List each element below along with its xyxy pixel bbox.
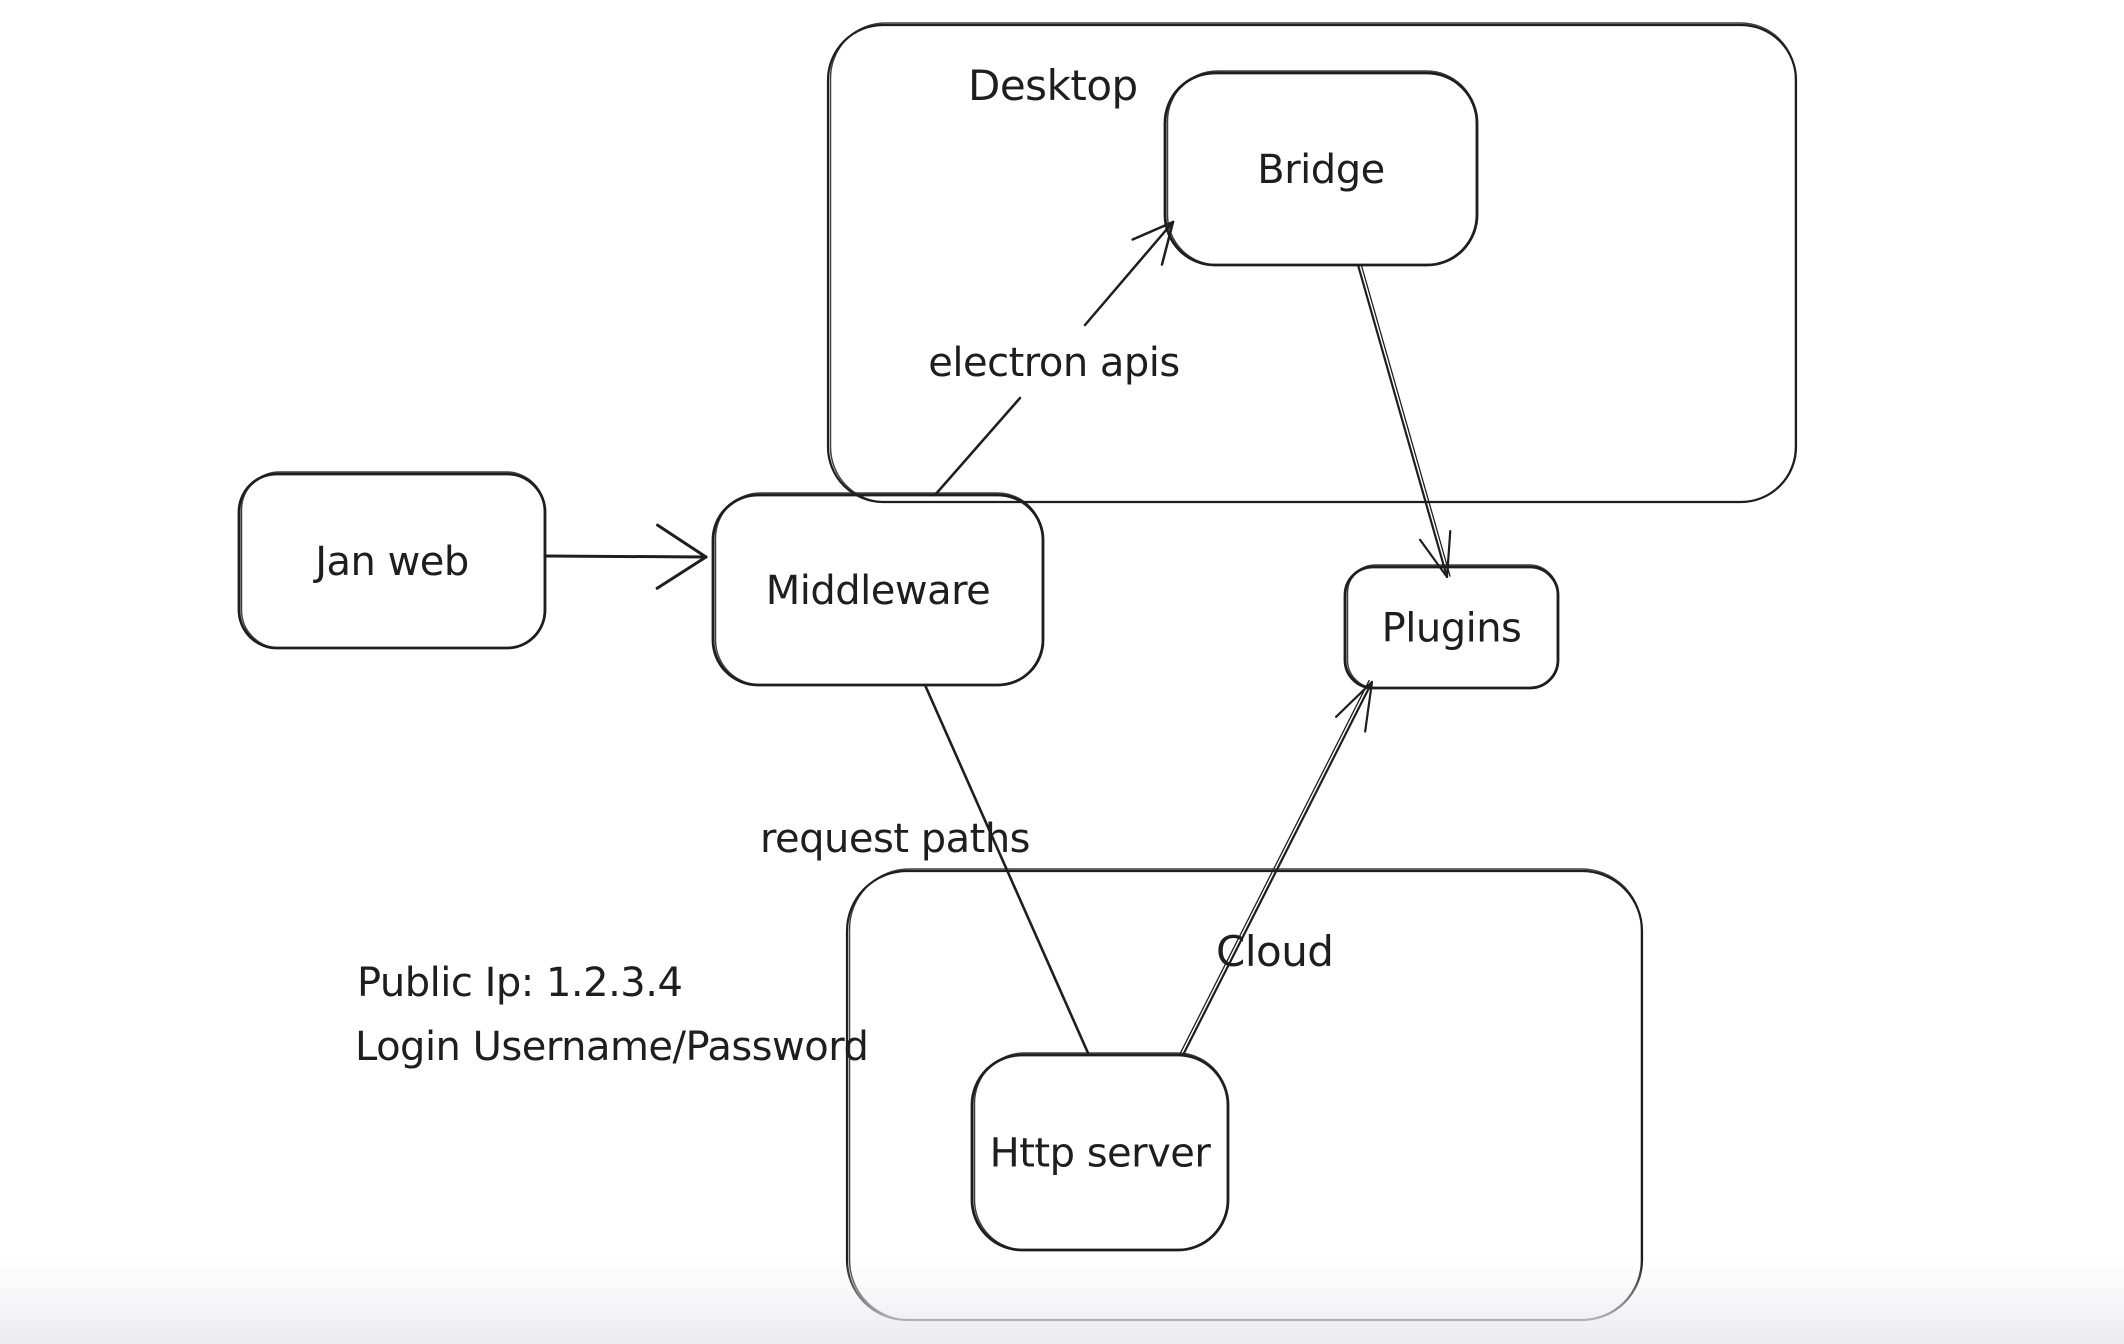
note-login[interactable]: Login Username/Password [355,1024,869,1070]
container-label-cloud[interactable]: Cloud [1216,927,1334,976]
edge-jan-web-to-middleware[interactable] [543,523,708,590]
edge-bridge-to-plugins[interactable] [1356,263,1452,579]
edge-line [543,554,708,559]
node-bridge[interactable]: Bridge [1163,70,1479,267]
node-label-middleware[interactable]: Middleware [766,568,991,614]
arrowhead [1364,680,1374,733]
node-label-plugins[interactable]: Plugins [1382,606,1522,652]
edge-line-overstroke [1179,679,1370,1055]
edge-middleware-to-bridge[interactable] [933,220,1175,497]
node-plugins[interactable]: Plugins [1343,564,1560,690]
edge-http-server-to-plugins[interactable] [1179,679,1374,1057]
node-jan-web[interactable]: Jan web [237,471,547,650]
node-label-bridge[interactable]: Bridge [1257,147,1385,193]
shape-outline-overstroke [240,471,546,649]
shape-outline-overstroke [1166,70,1478,266]
edge-line [1083,220,1175,327]
edge-line [1181,680,1374,1057]
arrowhead [1418,538,1449,579]
edge-line [923,683,1090,1055]
container-label-desktop[interactable]: Desktop [968,61,1138,110]
edge-line-overstroke [1360,263,1451,577]
shape-outline-overstroke [973,1052,1229,1251]
edge-line [1356,263,1449,579]
request-paths-label[interactable]: request paths [760,816,1031,862]
edge-line [933,396,1022,497]
node-label-http-server[interactable]: Http server [990,1131,1212,1177]
arrowhead [655,555,708,590]
arrowhead [1445,530,1452,579]
container-desktop[interactable]: Desktop [826,22,1798,504]
electron-apis-label[interactable]: electron apis [928,340,1180,386]
node-http-server[interactable]: Http server [970,1052,1230,1252]
shape-outline-overstroke [714,492,1044,686]
note-public-ip[interactable]: Public Ip: 1.2.3.4 [357,960,683,1006]
node-label-jan-web[interactable]: Jan web [312,539,469,585]
shape-outline-overstroke [1346,564,1559,689]
arrowhead [1160,220,1175,266]
arrowhead [656,523,708,559]
node-middleware[interactable]: Middleware [711,492,1045,687]
shape-outline-overstroke [829,22,1797,503]
edge-middleware-to-http-server[interactable] [923,683,1090,1055]
container-cloud[interactable]: Cloud [845,868,1644,1322]
